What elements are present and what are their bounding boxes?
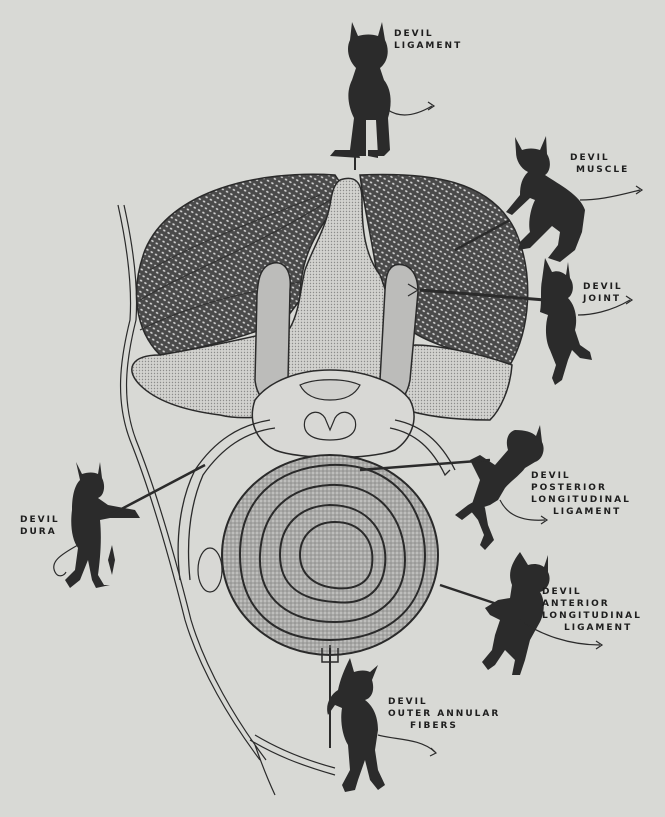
label-line: LONGITUDINAL — [542, 611, 642, 621]
label-devil-anterior-longitudinal-ligament: DEVIL ANTERIOR LONGITUDINAL LIGAMENT — [542, 586, 642, 634]
label-line: DEVIL — [394, 29, 434, 39]
label-devil-muscle: DEVIL MUSCLE — [570, 152, 629, 176]
label-line: OUTER ANNULAR — [388, 709, 501, 719]
label-line: JOINT — [583, 294, 622, 304]
devil-all-figure — [439, 552, 604, 675]
label-line: DEVIL — [542, 587, 582, 597]
devil-muscle-figure — [454, 136, 644, 262]
devil-oaf-figure — [321, 645, 438, 792]
label-line: LIGAMENT — [564, 623, 633, 633]
label-line: MUSCLE — [576, 165, 630, 175]
label-devil-joint: DEVIL JOINT — [583, 281, 623, 305]
label-devil-outer-annular-fibers: DEVIL OUTER ANNULAR FIBERS — [388, 696, 500, 732]
label-devil-dura: DEVIL DURA — [20, 514, 60, 538]
label-devil-ligament: DEVIL LIGAMENT — [394, 28, 462, 52]
spinal-canal — [177, 369, 456, 581]
label-line: LONGITUDINAL — [531, 495, 631, 505]
sinuvertebral-nerves — [117, 204, 336, 796]
devil-dura-figure — [53, 462, 206, 588]
label-line: DEVIL — [388, 697, 428, 707]
label-line: FIBERS — [410, 721, 458, 731]
label-line: DEVIL — [20, 515, 60, 525]
label-line: LIGAMENT — [553, 507, 622, 517]
label-devil-posterior-longitudinal-ligament: DEVIL POSTERIOR LONGITUDINAL LIGAMENT — [531, 470, 631, 518]
label-line: DEVIL — [531, 471, 571, 481]
label-line: DEVIL — [570, 153, 610, 163]
label-line: DEVIL — [583, 282, 623, 292]
devil-joint-figure — [407, 258, 634, 385]
label-line: LIGAMENT — [394, 41, 463, 51]
label-line: ANTERIOR — [542, 599, 610, 609]
devil-ligament-figure — [330, 22, 436, 170]
label-line: POSTERIOR — [531, 483, 607, 493]
label-line: DURA — [20, 527, 57, 537]
intervertebral-disc — [221, 454, 439, 656]
devil-pll-figure — [359, 425, 549, 550]
